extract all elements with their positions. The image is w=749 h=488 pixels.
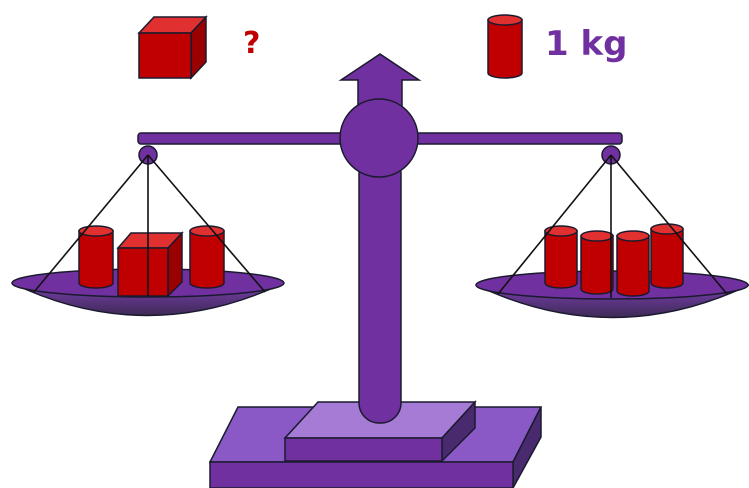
cylinder-weight-icon	[488, 15, 522, 78]
scale-pivot	[340, 99, 418, 177]
cylinder-weight	[79, 226, 113, 288]
cylinder-weight	[651, 224, 683, 288]
unknown-weight-label: ?	[243, 29, 260, 59]
scale-post	[359, 153, 401, 423]
left-pan-weights	[79, 226, 224, 296]
cylinder-weight	[617, 231, 649, 296]
cube-weight	[118, 233, 182, 296]
unit-weight-label: 1 kg	[545, 27, 627, 61]
cylinder-weight	[190, 226, 224, 288]
cube-weight-icon	[139, 17, 206, 78]
cylinder-weight	[545, 226, 577, 288]
cylinder-weight	[581, 231, 613, 294]
